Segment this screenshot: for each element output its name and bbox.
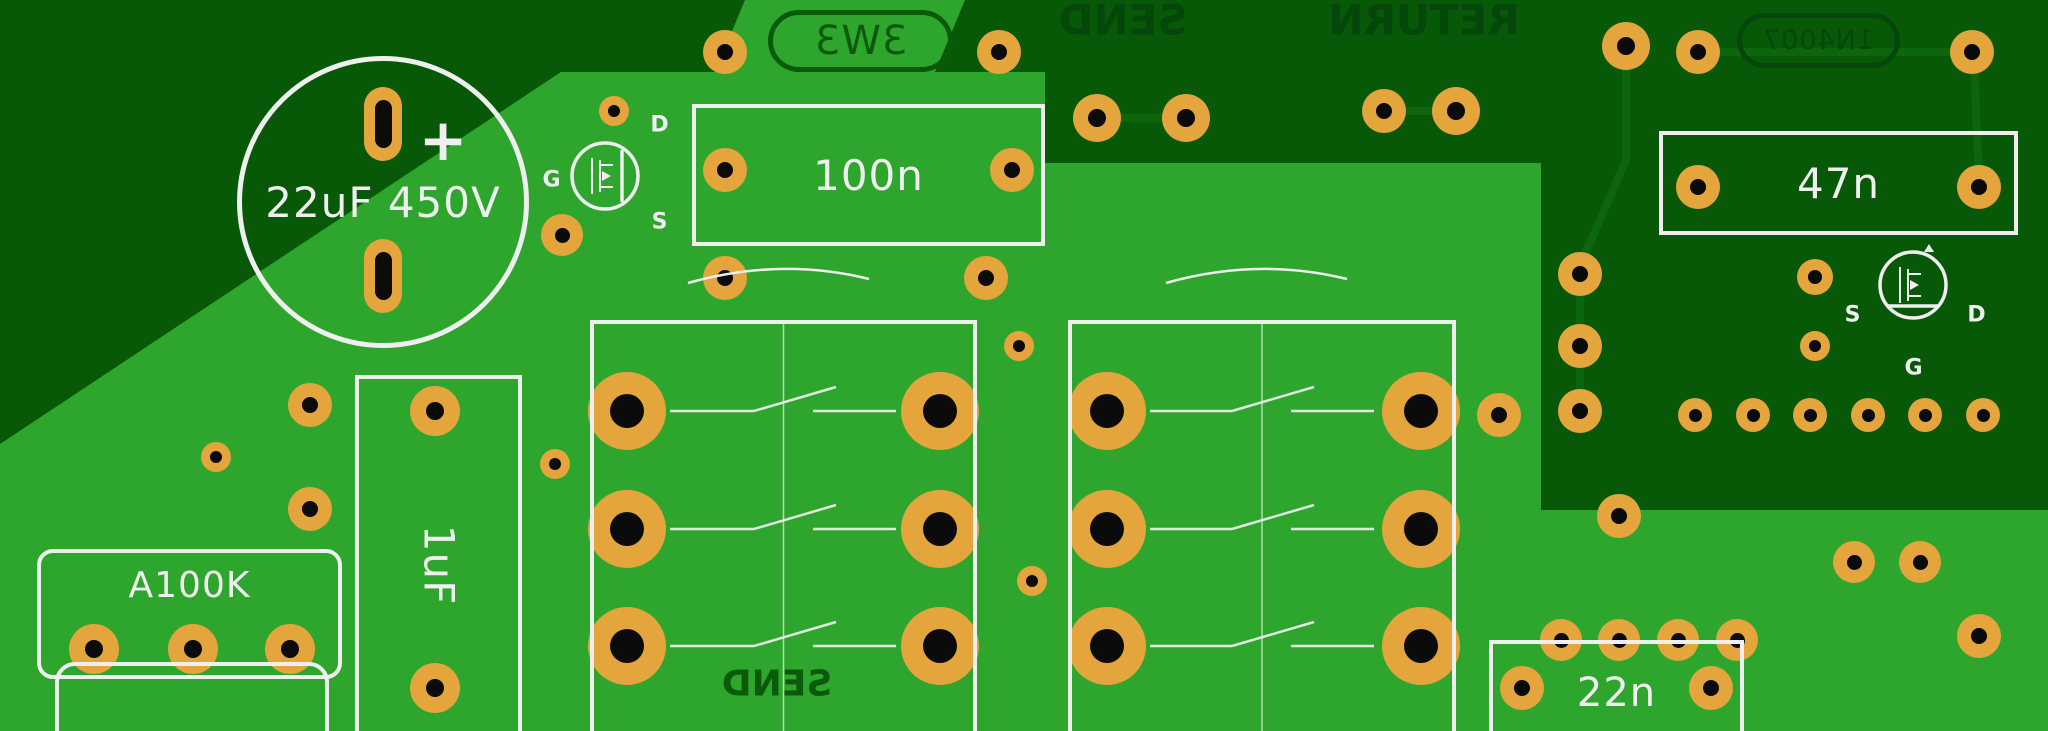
pad[interactable] xyxy=(410,386,460,436)
electrolytic-cap-outline[interactable]: 22uF 450V xyxy=(237,56,529,348)
pad[interactable] xyxy=(1004,331,1034,361)
pad[interactable] xyxy=(1689,666,1733,710)
cap-1uf-outline[interactable]: 1uF xyxy=(355,375,522,731)
pad[interactable] xyxy=(201,442,231,472)
pad[interactable] xyxy=(1833,541,1875,583)
pad[interactable] xyxy=(1678,398,1712,432)
pad[interactable] xyxy=(990,148,1034,192)
cap-100n-label: 100n xyxy=(813,150,924,200)
pad[interactable] xyxy=(901,372,979,450)
mosfet-left-arrow xyxy=(602,171,611,181)
pad[interactable] xyxy=(1382,607,1460,685)
pad[interactable] xyxy=(541,214,583,256)
mosfet-right-pin-d: D xyxy=(1967,302,1987,328)
cap-47n-label: 47n xyxy=(1796,158,1881,208)
pad[interactable] xyxy=(1068,490,1146,568)
pad[interactable] xyxy=(703,30,747,74)
potentiometer-body-outline[interactable] xyxy=(55,662,329,731)
pad[interactable] xyxy=(1950,30,1994,74)
pad[interactable] xyxy=(1073,94,1121,142)
pad[interactable] xyxy=(1797,259,1833,295)
mosfet-right-outline[interactable] xyxy=(1878,250,1948,320)
cap-22n-label: 22n xyxy=(1576,670,1657,716)
pad[interactable] xyxy=(588,607,666,685)
relay-return-outline[interactable] xyxy=(1068,320,1456,731)
pad[interactable] xyxy=(1382,490,1460,568)
switch-symbols xyxy=(670,385,1374,648)
pad[interactable] xyxy=(1966,398,2000,432)
diode-outline[interactable]: 1N4007 xyxy=(1737,13,1900,68)
mosfet-left-pin-d: D xyxy=(650,112,670,138)
mosfet-right-symbol xyxy=(1899,267,1921,303)
pad[interactable] xyxy=(588,490,666,568)
pad[interactable] xyxy=(1432,87,1480,135)
pad[interactable] xyxy=(1908,398,1942,432)
cap-22n-outline[interactable]: 22n xyxy=(1489,640,1744,731)
pad[interactable] xyxy=(540,449,570,479)
mosfet-left-outline[interactable] xyxy=(570,141,640,211)
mosfet-right-pin-s: S xyxy=(1844,302,1862,328)
zener-outline[interactable]: 3W3 xyxy=(768,10,953,72)
pad[interactable] xyxy=(1558,324,1602,368)
pad[interactable] xyxy=(588,372,666,450)
pad[interactable] xyxy=(1800,331,1830,361)
pad[interactable] xyxy=(1676,165,1720,209)
pad[interactable] xyxy=(1382,372,1460,450)
relay-arc xyxy=(687,267,870,285)
polarity-plus-mark: + xyxy=(418,106,468,174)
pad[interactable] xyxy=(1676,30,1720,74)
pad[interactable] xyxy=(1957,614,2001,658)
diode-mark xyxy=(1924,244,1934,252)
trace xyxy=(1970,58,1983,184)
pad[interactable] xyxy=(1068,607,1146,685)
potentiometer-outline[interactable]: A100K xyxy=(37,549,342,679)
mosfet-left-pin-g: G xyxy=(542,167,562,193)
pad[interactable] xyxy=(1602,22,1650,70)
pad[interactable] xyxy=(964,256,1008,300)
pad[interactable] xyxy=(1597,494,1641,538)
pad[interactable] xyxy=(901,490,979,568)
trace xyxy=(1576,52,1630,270)
pad[interactable] xyxy=(1068,372,1146,450)
relay-arc xyxy=(1165,267,1348,285)
pad[interactable] xyxy=(1162,94,1210,142)
potentiometer-label: A100K xyxy=(128,565,251,606)
mosfet-left-pin-s: S xyxy=(651,209,669,235)
pad[interactable] xyxy=(1477,393,1521,437)
pad[interactable] xyxy=(1793,398,1827,432)
pad[interactable] xyxy=(977,30,1021,74)
pad[interactable] xyxy=(410,663,460,713)
mosfet-right-arrow xyxy=(1910,280,1919,290)
pad[interactable] xyxy=(1851,398,1885,432)
cap-100n-outline[interactable]: 100n xyxy=(692,104,1045,246)
pad[interactable] xyxy=(1017,566,1047,596)
pad[interactable] xyxy=(1558,389,1602,433)
pad[interactable] xyxy=(1736,398,1770,432)
pad[interactable] xyxy=(901,607,979,685)
relay-send-outline[interactable] xyxy=(590,320,977,731)
pad[interactable] xyxy=(288,383,332,427)
mosfet-right-pin-g: G xyxy=(1904,355,1924,381)
pad[interactable] xyxy=(1362,89,1406,133)
pad[interactable] xyxy=(599,96,629,126)
pad[interactable] xyxy=(1500,666,1544,710)
pad[interactable] xyxy=(1957,165,2001,209)
pad[interactable] xyxy=(703,148,747,192)
pad[interactable] xyxy=(1899,541,1941,583)
pad[interactable] xyxy=(1558,252,1602,296)
pad[interactable] xyxy=(288,487,332,531)
mosfet-left-symbol xyxy=(591,158,613,194)
cap-47n-outline[interactable]: 47n xyxy=(1659,131,2018,235)
electrolytic-value-label: 22uF 450V xyxy=(265,177,501,227)
